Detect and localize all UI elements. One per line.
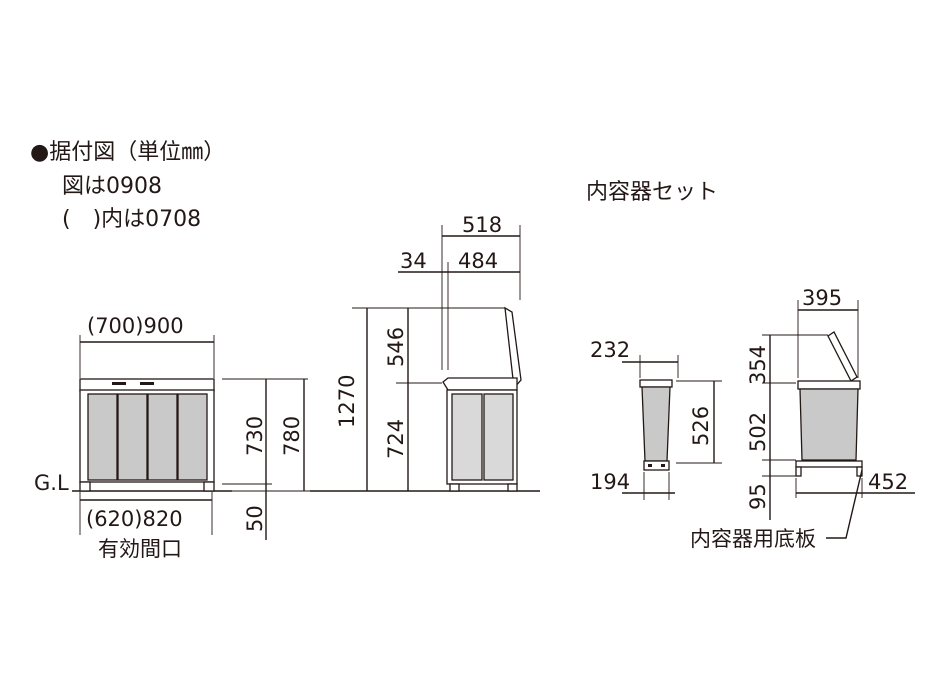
large-bin-base-board xyxy=(795,460,863,468)
small-bin-base-mark xyxy=(661,464,665,467)
front-panel-1 xyxy=(87,393,118,481)
heading-line-3: ( )内は0708 xyxy=(62,207,202,232)
side-leg-left xyxy=(449,483,460,492)
side-panel-1 xyxy=(451,393,483,481)
side-leg-right xyxy=(507,483,518,492)
front-panel-2 xyxy=(117,393,148,481)
side-height-open-label: 1270 xyxy=(335,375,359,428)
side-lip-label: 34 xyxy=(400,249,427,273)
side-depth-total-label: 518 xyxy=(462,213,502,237)
large-bin-lid-height-label: 354 xyxy=(746,345,770,385)
front-view: (700)900 (620)820 有効間口 G.L 730 780 50 xyxy=(34,314,310,561)
side-body-height-label: 724 xyxy=(384,419,408,459)
page-title: 据付図（単位㎜） xyxy=(49,140,226,165)
small-bin-body xyxy=(641,386,671,462)
small-bin-base-mark xyxy=(648,464,652,467)
large-bin: 395 354 502 95 452 内容器用底板 xyxy=(690,286,915,551)
large-bin-base-width-label: 452 xyxy=(868,470,908,494)
large-bin-base-height-label: 95 xyxy=(746,483,770,510)
gl-label: G.L xyxy=(34,471,69,495)
opening-label: 有効間口 xyxy=(98,537,182,561)
heading-line-2: 図は0908 xyxy=(62,174,162,199)
base-board-leader-line xyxy=(826,469,863,539)
front-height-total-label: 780 xyxy=(280,416,304,456)
front-leg-right xyxy=(203,481,215,492)
heading-line-1: ●据付図（単位㎜） xyxy=(30,140,225,166)
front-leg-left xyxy=(79,481,91,492)
front-width-top-label: (700)900 xyxy=(87,314,184,338)
small-bin-width-bottom-label: 194 xyxy=(590,470,630,494)
side-lid-height-label: 546 xyxy=(384,327,408,367)
side-open-lid xyxy=(504,306,522,390)
large-bin-base-leg-left xyxy=(795,466,802,477)
large-bin-body-height-label: 502 xyxy=(746,412,770,452)
side-depth-body-label: 484 xyxy=(458,249,498,273)
side-top-rim xyxy=(442,377,518,391)
small-bin-base xyxy=(643,460,670,471)
small-bin-rim xyxy=(639,379,673,388)
small-bin: 232 194 526 xyxy=(590,338,722,500)
front-panel-4 xyxy=(177,393,208,481)
inner-set-title: 内容器セット xyxy=(586,180,719,205)
front-leg-height-label: 50 xyxy=(243,505,267,532)
bullet-icon: ● xyxy=(30,140,50,165)
large-bin-base-label: 内容器用底板 xyxy=(690,527,816,551)
front-width-bottom-label: (620)820 xyxy=(86,507,183,531)
front-height-body-label: 730 xyxy=(243,416,267,456)
side-view: 518 34 484 1270 546 724 xyxy=(310,213,540,492)
front-lid-hinge-left xyxy=(112,382,126,385)
front-panel-3 xyxy=(147,393,178,481)
large-bin-rim xyxy=(797,380,861,390)
small-bin-height-label: 526 xyxy=(689,406,713,446)
large-bin-width-top-label: 395 xyxy=(802,286,842,310)
large-bin-open-lid xyxy=(827,331,858,382)
front-lid-hinge-right xyxy=(140,382,154,385)
side-panel-2 xyxy=(483,393,514,481)
large-bin-body xyxy=(799,388,859,461)
small-bin-width-top-label: 232 xyxy=(590,338,630,362)
